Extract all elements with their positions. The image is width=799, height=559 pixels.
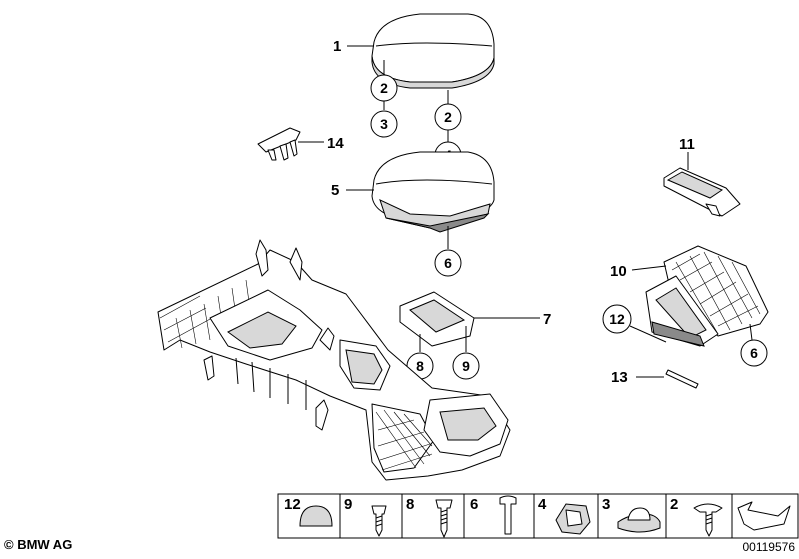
legend-item-6: 6 xyxy=(470,495,517,535)
callout-2-left: 2 xyxy=(380,80,388,96)
callout-12: 12 xyxy=(609,311,625,327)
svg-text:6: 6 xyxy=(470,496,478,513)
storage-compartment xyxy=(645,245,769,347)
armrest-cushion-top xyxy=(371,13,495,89)
svg-text:3: 3 xyxy=(602,496,610,513)
direction-arrow-icon xyxy=(737,501,791,531)
callout-9: 9 xyxy=(462,358,470,374)
callout-label-14: 14 xyxy=(327,135,344,152)
bolt-icon xyxy=(499,495,517,535)
legend-item-9: 9 xyxy=(344,496,387,537)
svg-text:2: 2 xyxy=(670,496,678,513)
mounting-bracket xyxy=(399,291,475,347)
callout-6-top: 6 xyxy=(444,255,452,271)
legend-item-2: 2 xyxy=(670,496,723,537)
copyright-label: © BMW AG xyxy=(4,537,73,552)
callout-2-right: 2 xyxy=(444,109,452,125)
svg-text:8: 8 xyxy=(406,496,414,513)
callout-label-5: 5 xyxy=(331,182,339,199)
armrest-assembly xyxy=(371,151,495,233)
callout-label-1: 1 xyxy=(333,38,341,55)
legend-item-4: 4 xyxy=(538,496,591,535)
washer-screw-icon xyxy=(693,503,723,537)
legend-arrow xyxy=(737,501,791,531)
callout-label-10: 10 xyxy=(610,263,627,280)
legend-item-8: 8 xyxy=(406,496,453,538)
hinge-pin xyxy=(665,369,699,389)
callout-3: 3 xyxy=(380,116,388,132)
svg-text:4: 4 xyxy=(538,496,547,513)
svg-text:12: 12 xyxy=(284,496,301,513)
callout-8: 8 xyxy=(416,358,424,374)
svg-text:9: 9 xyxy=(344,496,352,513)
legend-item-3: 3 xyxy=(602,496,661,533)
console-frame xyxy=(157,239,511,481)
legend-item-12: 12 xyxy=(284,496,333,527)
callout-label-7: 7 xyxy=(543,311,551,328)
document-number: 00119576 xyxy=(742,540,796,554)
callout-label-11: 11 xyxy=(679,136,695,153)
callout-label-13: 13 xyxy=(611,369,628,386)
hinge-clip xyxy=(257,127,301,161)
cap-icon xyxy=(299,505,333,527)
legend-strip: 12 9 8 6 4 3 2 xyxy=(277,493,799,539)
tray-insert xyxy=(663,167,741,217)
callout-6-right: 6 xyxy=(750,345,758,361)
